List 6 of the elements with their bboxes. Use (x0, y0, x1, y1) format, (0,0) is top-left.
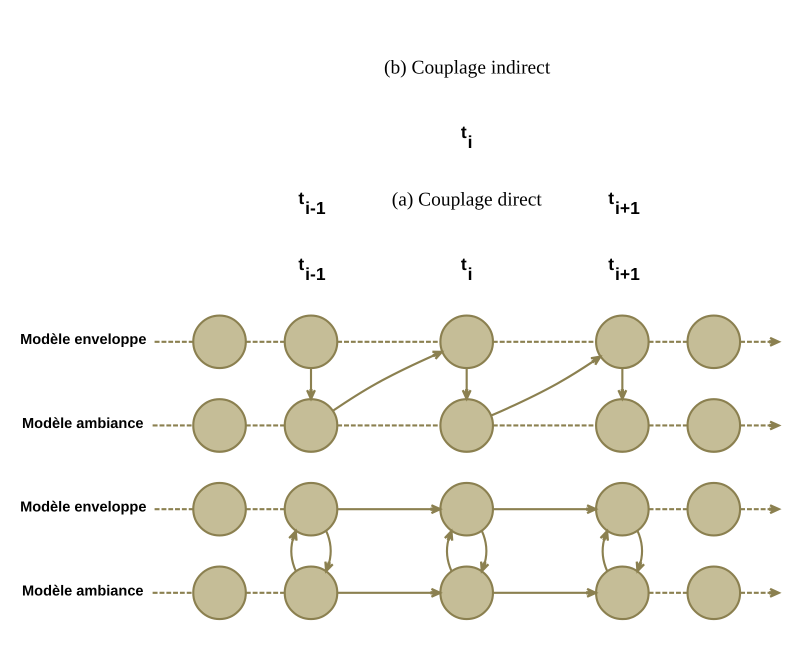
label: (b) Couplage indirect (384, 56, 550, 78)
node-text: Modèle ambiance (22, 415, 144, 432)
label: (a) Couplage direct (392, 189, 542, 210)
node-text: Modèle enveloppe (20, 499, 146, 516)
node-text: Modèle ambiance (22, 582, 144, 599)
node-text: Modèle enveloppe (20, 332, 146, 348)
